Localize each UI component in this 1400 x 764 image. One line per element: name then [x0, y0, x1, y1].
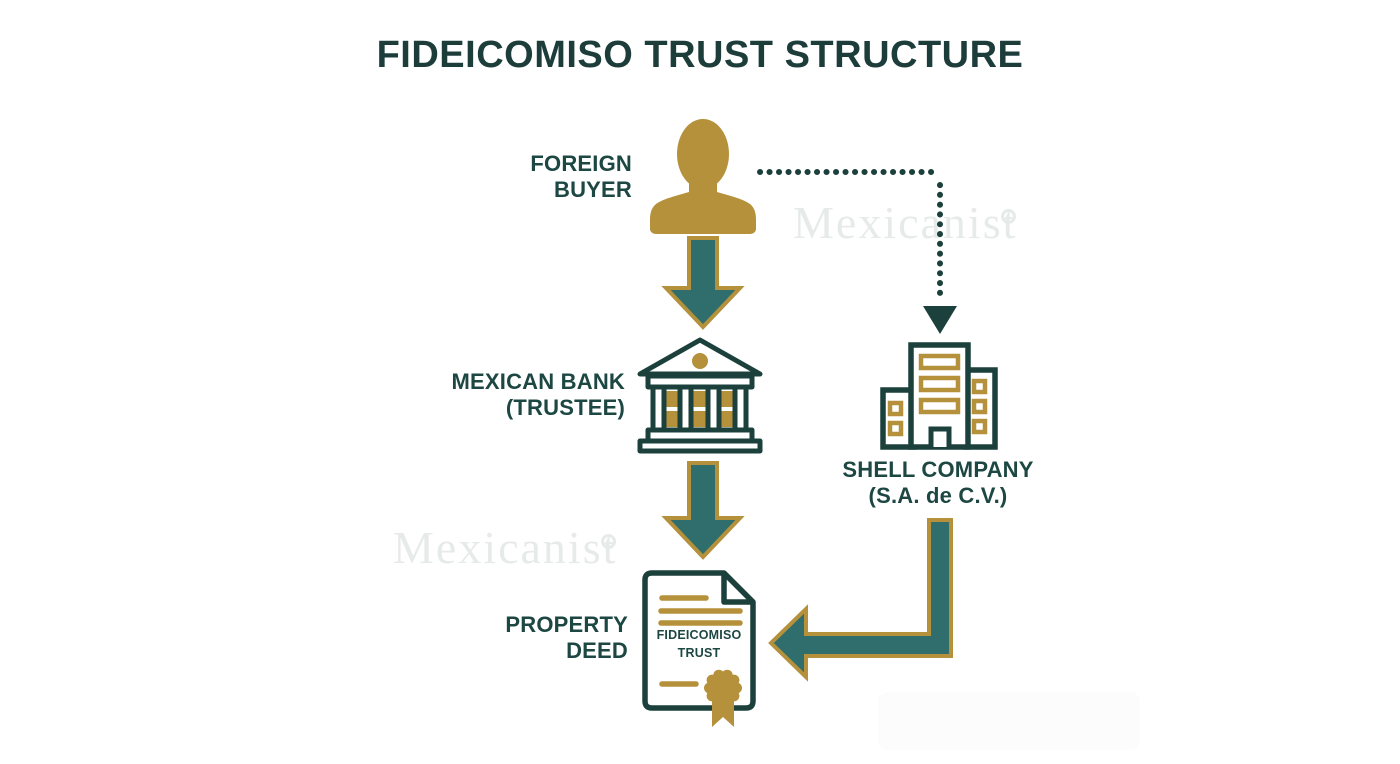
mexican-bank-label: MEXICAN BANK (TRUSTEE) — [451, 369, 625, 421]
watermark-ring-icon — [601, 534, 617, 549]
watermark-mexicanist-top: Mexicanist — [793, 196, 1032, 249]
label-line: (TRUSTEE) — [505, 394, 625, 420]
property-deed-label: PROPERTY DEED — [505, 612, 628, 664]
diagram-title: FIDEICOMISO TRUST STRUCTURE — [376, 34, 1024, 76]
label-line: PROPERTY — [505, 612, 628, 637]
seal-rosette-icon — [704, 669, 742, 727]
arrow-shell-to-deed — [768, 518, 953, 682]
bank-icon — [637, 337, 763, 454]
shell-company-label: SHELL COMPANY (S.A. de C.V.) — [818, 457, 1058, 509]
label-line: DEED — [566, 637, 628, 663]
deed-document-icon — [642, 570, 756, 727]
deed-text-line: TRUST — [677, 646, 721, 661]
label-line: MEXICAN BANK — [451, 369, 625, 394]
label-line: SHELL COMPANY — [842, 457, 1034, 482]
watermark-text: Mexicanist — [793, 197, 1018, 248]
foreign-buyer-label: FOREIGN BUYER — [530, 151, 632, 203]
dotted-arrow-buyer-to-shell — [757, 169, 957, 334]
deed-text-line: FIDEICOMISO — [656, 628, 742, 642]
label-line: BUYER — [553, 176, 632, 202]
person-icon — [650, 119, 756, 234]
watermark-text: Mexicanist — [393, 522, 618, 573]
label-line: (S.A. de C.V.) — [868, 482, 1008, 508]
deed-document-text: FIDEICOMISO TRUST — [645, 626, 753, 662]
watermark-mexicanist-bottom: Mexicanist — [393, 521, 632, 574]
arrow-bank-to-deed — [661, 461, 745, 560]
watermark-ring-icon — [1001, 209, 1017, 224]
arrow-buyer-to-bank — [661, 236, 745, 330]
watermark-remnant — [878, 692, 1140, 750]
office-building-icon — [880, 342, 998, 450]
label-line: FOREIGN — [530, 151, 632, 176]
